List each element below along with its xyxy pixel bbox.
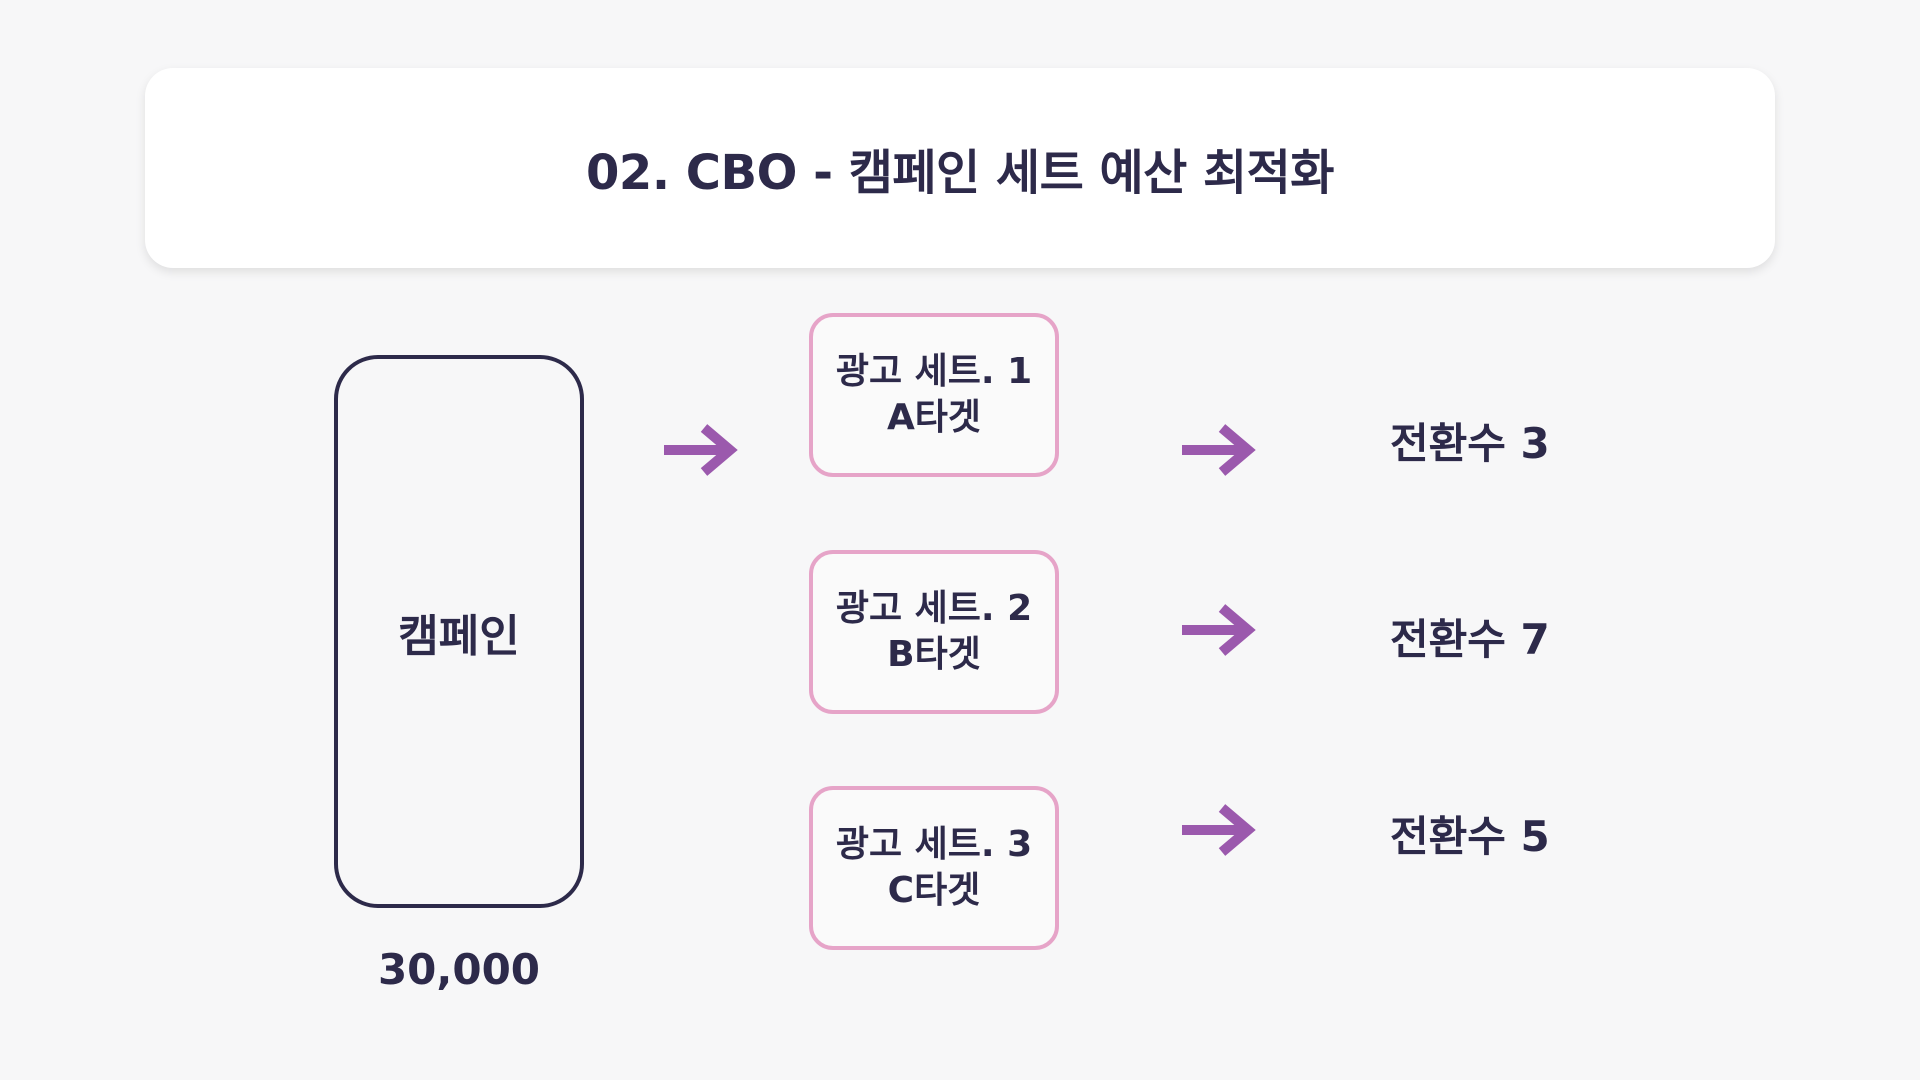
arrow-right-icon bbox=[1182, 424, 1256, 476]
ad-set-1: 광고 세트. 1 A타겟 bbox=[809, 313, 1059, 477]
campaign-budget: 30,000 bbox=[377, 945, 541, 994]
page-title: 02. CBO - 캠페인 세트 예산 최적화 bbox=[586, 145, 1334, 201]
title-card: 02. CBO - 캠페인 세트 예산 최적화 bbox=[145, 68, 1775, 268]
ad-set-2-name: 광고 세트. 2 bbox=[835, 588, 1033, 629]
campaign-box: 캠페인 bbox=[334, 355, 584, 908]
arrow-right-icon bbox=[1182, 604, 1256, 656]
ad-set-3-name: 광고 세트. 3 bbox=[835, 824, 1033, 865]
ad-set-2-result: 전환수 7 bbox=[1390, 615, 1550, 664]
ad-set-3-result: 전환수 5 bbox=[1390, 812, 1550, 861]
ad-set-3: 광고 세트. 3 C타겟 bbox=[809, 786, 1059, 950]
campaign-label: 캠페인 bbox=[398, 610, 520, 662]
arrow-right-icon bbox=[664, 424, 738, 476]
ad-set-1-result: 전환수 3 bbox=[1390, 419, 1550, 468]
arrow-right-icon bbox=[1182, 804, 1256, 856]
ad-set-1-name: 광고 세트. 1 bbox=[835, 351, 1033, 392]
ad-set-2-target: B타겟 bbox=[887, 634, 981, 675]
ad-set-1-target: A타겟 bbox=[886, 397, 982, 438]
ad-set-2: 광고 세트. 2 B타겟 bbox=[809, 550, 1059, 714]
ad-set-3-target: C타겟 bbox=[887, 870, 981, 911]
